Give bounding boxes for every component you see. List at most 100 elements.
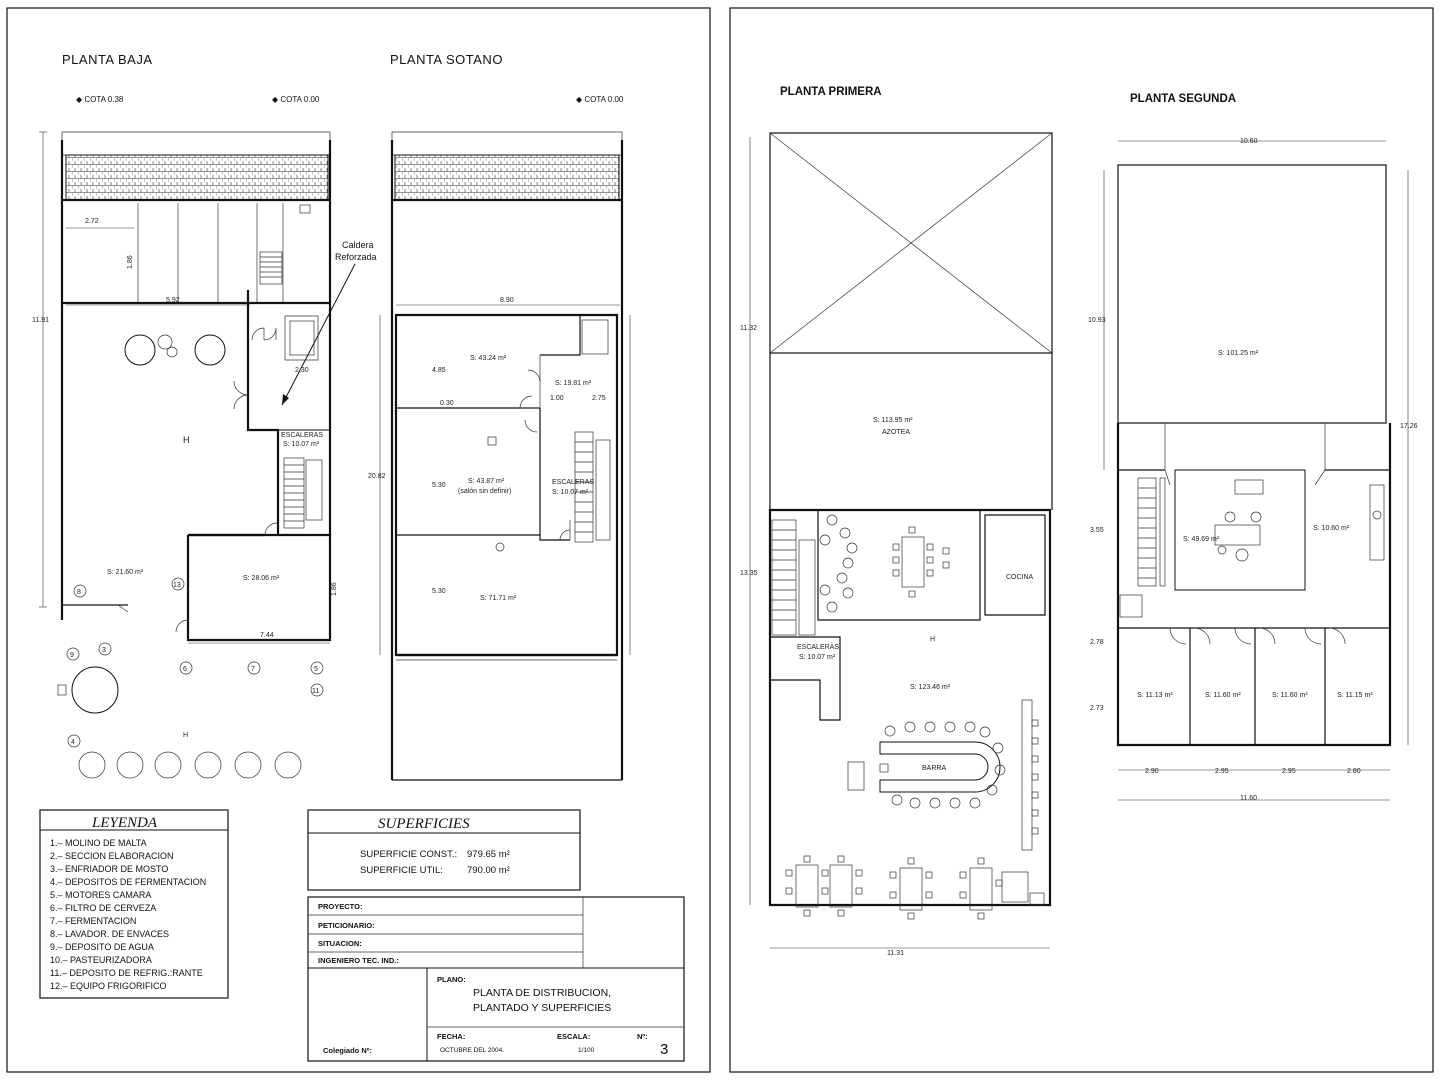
segunda-dim-10-93: 10.93 [1088, 317, 1106, 324]
legend-item-8: 8.– LAVADOR. DE ENVACES [50, 929, 169, 939]
primera-escaleras-label: ESCALERAS [797, 644, 839, 651]
planta-sotano-title: PLANTA SOTANO [390, 52, 503, 67]
planta-sotano: PLANTA SOTANO ◆ COTA 0.00 8.90 [368, 52, 631, 781]
legend-item-11: 11.– DEPOSITO DE REFRIG.:RANTE [50, 968, 203, 978]
planta-baja-title: PLANTA BAJA [62, 52, 153, 67]
primera-cocina-label: COCINA [1006, 574, 1034, 581]
sotano-escaleras-label: ESCALERAS [552, 479, 594, 486]
primera-azotea-area: S: 113.95 m² [873, 417, 913, 424]
tb-fecha-value: OCTUBRE DEL 2004. [440, 1047, 504, 1054]
pb-escaleras-label: ESCALERAS [281, 432, 323, 439]
segunda-dim-2-78: 2.78 [1090, 639, 1104, 646]
tb-ingeniero: INGENIERO TEC. IND.: [318, 956, 399, 965]
primera-dim-11-32: 11.32 [740, 325, 757, 332]
sotano-cota: ◆ COTA 0.00 [576, 95, 624, 104]
sotano-dim-0-30: 0.30 [440, 400, 454, 407]
sotano-dim-4-85: 4.85 [432, 367, 446, 374]
legend-item-4: 4.– DEPOSITOS DE FERMENTACION [50, 877, 206, 887]
planta-primera-title: PLANTA PRIMERA [780, 86, 882, 98]
caldera-label-2: Reforzada [335, 252, 377, 262]
planta-primera: PLANTA PRIMERA S: 113.95 m² AZOTEA 11.32… [740, 86, 1053, 957]
tb-escala-value: 1/100 [578, 1047, 595, 1054]
segunda-room-4: S: 11.15 m² [1337, 692, 1373, 699]
segunda-side-area: S: 10.60 m² [1313, 525, 1350, 532]
planta-segunda: PLANTA SEGUNDA 10.60 S: 101.25 m² 10.93 … [1088, 93, 1418, 802]
pb-h-label-1: H [183, 435, 190, 445]
dim-1-86: 1.86 [127, 255, 134, 269]
legend-item-5: 5.– MOTORES CAMARA [50, 890, 151, 900]
segunda-dim-2-80: 2.80 [1347, 768, 1361, 775]
primera-dim-13-35: 13.35 [740, 570, 758, 577]
right-sheet-border [729, 7, 1434, 1073]
segunda-dim-2-95a: 2.95 [1215, 768, 1229, 775]
dim-2-72: 2.72 [85, 218, 99, 225]
sotano-dim-width: 8.90 [500, 297, 514, 304]
primera-dim-width: 11.31 [887, 950, 904, 957]
sotano-dim-2-75: 2.75 [592, 395, 606, 402]
title-block: PROYECTO: PETICIONARIO: SITUACION: INGEN… [307, 896, 685, 1062]
sotano-escaleras-area: S: 10.07 m² [552, 489, 589, 496]
cota-left: ◆ COTA 0.38 [76, 95, 124, 104]
pb-h-label-2: H [183, 732, 188, 739]
tb-num-label: Nº: [637, 1032, 648, 1041]
sotano-dim-5-30b: 5.30 [432, 588, 446, 595]
planta-baja: PLANTA BAJA ◆ COTA 0.38 ◆ COTA 0.00 2.72… [32, 52, 377, 779]
tb-colegiado: Colegiado Nº: [323, 1046, 372, 1055]
legend-box: LEYENDA 1.– MOLINO DE MALTA 2.– SECCION … [39, 809, 229, 999]
tb-peticionario: PETICIONARIO: [318, 921, 375, 930]
sotano-area-3-note: (salón sin definir) [458, 488, 511, 495]
segunda-dim-17-26: 17.26 [1400, 423, 1418, 430]
legend-item-1: 1.– MOLINO DE MALTA [50, 838, 147, 848]
legend-item-2: 2.– SECCION ELABORACION [50, 851, 174, 861]
tb-fecha-label: FECHA: [437, 1032, 465, 1041]
marker-7: 7 [251, 666, 255, 673]
marker-5: 5 [314, 666, 318, 673]
tb-plano-line-2: PLANTADO Y SUPERFICIES [473, 1002, 611, 1014]
dim-1-86b: 1.86 [331, 582, 338, 596]
tb-proyecto: PROYECTO: [318, 902, 362, 911]
legend-item-3: 3.– ENFRIADOR DE MOSTO [50, 864, 168, 874]
tb-plano-line-1: PLANTA DE DISTRIBUCION, [473, 987, 611, 999]
marker-13: 13 [173, 582, 181, 589]
dim-2-30: 2.30 [295, 367, 309, 374]
tb-plano-label: PLANO: [437, 975, 466, 984]
legend-item-7: 7.– FERMENTACION [50, 916, 136, 926]
planta-segunda-title: PLANTA SEGUNDA [1130, 93, 1236, 105]
tb-escala-label: ESCALA: [557, 1032, 590, 1041]
legend-title: LEYENDA [91, 815, 158, 831]
segunda-dim-2-73: 2.73 [1090, 705, 1104, 712]
tb-situacion: SITUACION: [318, 939, 362, 948]
cota-right: ◆ COTA 0.00 [272, 95, 320, 104]
superficies-box: SUPERFICIES SUPERFICIE CONST.: 979.65 m²… [307, 809, 581, 891]
primera-azotea-label: AZOTEA [882, 429, 910, 436]
segunda-dim-top: 10.60 [1240, 138, 1258, 145]
sotano-area-4: S: 71.71 m² [480, 595, 517, 602]
dim-5-92: 5.92 [166, 297, 180, 304]
legend-item-9: 9.– DEPOSITO DE AGUA [50, 942, 154, 952]
marker-11: 11 [312, 688, 319, 695]
legend-item-6: 6.– FILTRO DE CERVEZA [50, 903, 156, 913]
caldera-label-1: Caldera [342, 240, 374, 250]
segunda-dim-3-55: 3.55 [1090, 527, 1104, 534]
sotano-area-1: S: 43.24 m² [470, 355, 507, 362]
superficies-title: SUPERFICIES [378, 816, 470, 832]
pb-main-area: S: 21.60 m² [107, 569, 144, 576]
segunda-dim-total: 11.60 [1240, 795, 1257, 802]
segunda-room-3: S: 11.60 m² [1272, 692, 1308, 699]
segunda-dim-2-95b: 2.95 [1282, 768, 1296, 775]
marker-3: 3 [102, 647, 106, 654]
sotano-dim-1-00: 1.00 [550, 395, 564, 402]
segunda-big-area: S: 101.25 m² [1218, 350, 1259, 357]
sotano-area-2: S: 19.81 m² [555, 380, 592, 387]
primera-main-area: S: 123.46 m² [910, 684, 951, 691]
segunda-room-1: S: 11.13 m² [1137, 692, 1173, 699]
legend-item-12: 12.– EQUIPO FRIGORIFICO [50, 981, 167, 991]
superficie-util-label: SUPERFICIE UTIL: [360, 865, 443, 876]
superficie-util-value: 790.00 m² [467, 865, 510, 876]
pb-room-area: S: 28.06 m² [243, 575, 280, 582]
primera-h-label: H [930, 636, 935, 643]
sotano-area-3: S: 43.87 m² [468, 478, 505, 485]
segunda-dim-2-90: 2.90 [1145, 768, 1159, 775]
marker-6: 6 [183, 666, 187, 673]
pb-dim-height: 11.91 [32, 317, 49, 324]
